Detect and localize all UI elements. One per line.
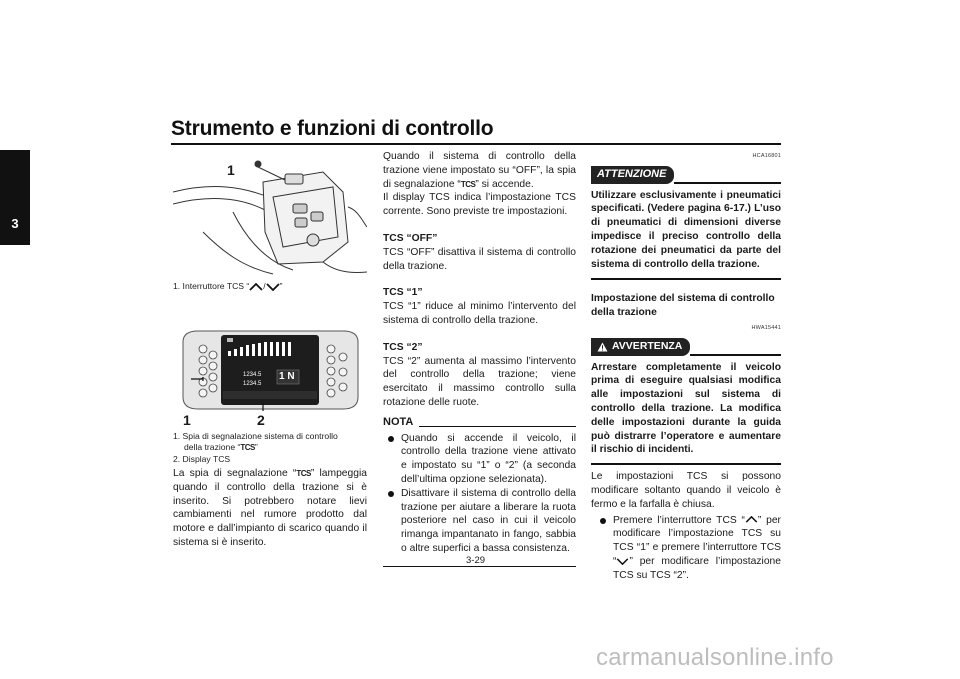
instrument-cluster-illustration [182,330,359,411]
col1-paragraph: La spia di segnalazione “TCS” lampeggia … [173,468,367,548]
figure1-callout: 1 [227,162,235,178]
tcs-indicator-icon: TCS [296,469,311,478]
tcs-1-section: TCS “1” TCS “1” riduce al minimo l’inter… [383,286,576,327]
tcs-off-heading: TCS “OFF” [383,232,438,244]
figure2-callout-2: 2 [257,412,265,428]
attention-text: Utilizzare esclusivamente i pneumatici s… [591,189,781,270]
col3-list: Premere l’interruttore TCS “” per modifi… [591,514,781,583]
display-odometer-1: 1234.5 [243,372,262,378]
warning-code: HWA15441 [751,324,781,331]
figure-instrument-cluster: 1234.5 1234.5 1 N 1 2 [173,327,367,428]
attention-code: HCA16801 [752,153,781,159]
display-gear: 1 N [279,371,295,382]
col3-body: HCA16801 ATTENZIONE Utilizzare esclusiva… [591,150,781,583]
warning-triangle-icon [597,342,608,352]
attention-header: ATTENZIONE [591,165,781,184]
tcs-1-body: TCS “1” riduce al minimo l’intervento de… [383,301,576,326]
chevron-down-icon [617,558,629,565]
chevron-up-icon [745,516,758,523]
figure1-caption: 1. Interruttore TCS “/” [173,281,283,291]
tcs-off-section: TCS “OFF” TCS “OFF” disattiva il sistema… [383,232,576,273]
attention-end-rule [591,278,781,281]
col3-body-text: Le impostazioni TCS si possono modificar… [591,471,781,510]
nota-end-rule [383,565,576,567]
chevron-down-icon [266,283,280,291]
col2-intro-2: Il display TCS indica l’impostazione TCS… [383,192,576,218]
nota-item: Disattivare il sistema di controllo dell… [383,487,576,556]
nota-label: NOTA [383,415,414,428]
warning-label: AVVERTENZA [612,339,683,352]
chevron-up-icon [249,282,263,291]
nota-item: Quando si accende il veicolo, il control… [383,432,576,487]
display-odometer-2: 1234.5 [243,381,262,387]
warning-end-rule [591,463,781,466]
handlebar-switch-illustration [172,160,368,275]
tcs-2-heading: TCS “2” [383,341,423,353]
setup-heading: Impostazione del sistema di controllo de… [591,293,775,319]
attention-label: ATTENZIONE [591,165,675,184]
page-title: Strumento e funzioni di controllo [171,117,494,140]
col1-body: La spia di segnalazione “TCS” lampeggia … [173,467,367,550]
tcs-indicator-icon: TCS [240,443,255,453]
tcs-off-body: TCS “OFF” disattiva il sistema di contro… [383,246,576,272]
tcs-indicator-icon: TCS [460,179,476,189]
figure2-caption-1: 1. Spia di segnalazione sistema di contr… [173,431,338,441]
figure2-callout-1: 1 [183,412,191,428]
figure-handlebar-switch: 1 [172,152,368,277]
col2-body: Quando il sistema di controllo della tra… [383,150,576,567]
warning-header: AVVERTENZA [591,337,781,356]
tcs-1-heading: TCS “1” [383,287,423,299]
col2-intro: Quando il sistema di controllo della tra… [383,151,576,190]
chapter-tab: 3 [0,150,30,245]
col3-list-item: Premere l’interruttore TCS “” per modifi… [595,514,781,583]
nota-list: Quando si accende il veicolo, il control… [383,432,576,556]
watermark: carmanualsonline.info [596,644,834,671]
tcs-2-section: TCS “2” TCS “2” aumenta al massimo l’int… [383,341,576,410]
nota-box: NOTA Quando si accende il veicolo, il co… [383,416,576,567]
figure2-caption: 1. Spia di segnalazione sistema di contr… [173,431,367,465]
title-rule [171,143,781,145]
tcs-2-body: TCS “2” aumenta al massimo l’intervento … [383,355,576,408]
page-number: 3-29 [466,555,486,566]
warning-text: Arrestare completamente il veicolo prima… [591,361,781,456]
figure2-caption-2: 2. Display TCS [173,453,231,464]
